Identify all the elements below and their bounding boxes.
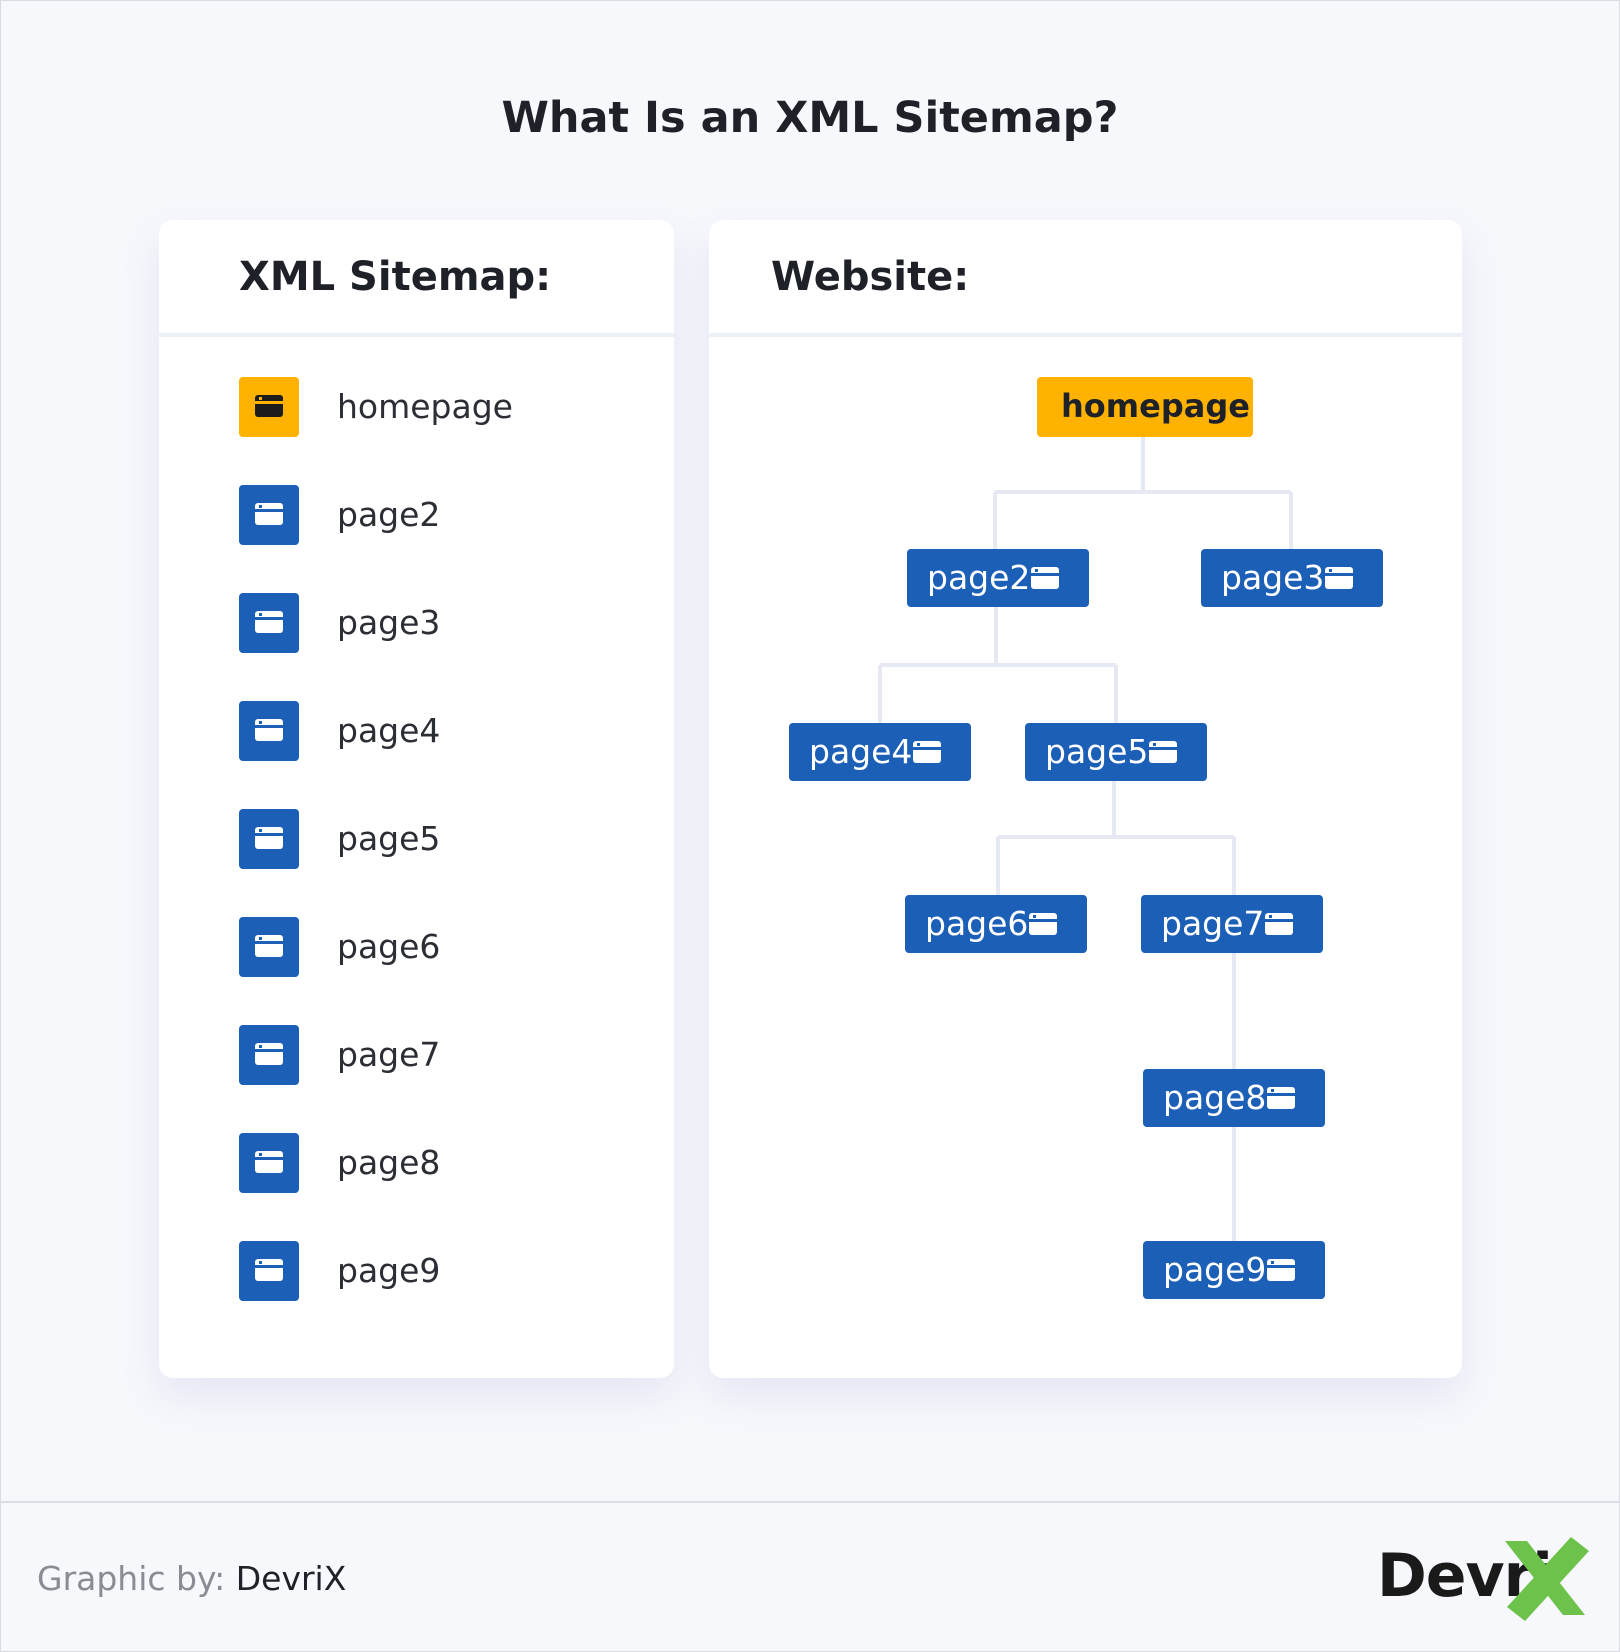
tree-node-label: page6 <box>925 904 1029 943</box>
browser-window-icon <box>1267 1087 1295 1109</box>
tree-node-label: homepage <box>1061 387 1250 425</box>
website-heading: Website: <box>771 254 970 300</box>
credit-name: DevriX <box>235 1559 347 1598</box>
sitemap-list-item-homepage: homepage <box>239 377 639 437</box>
browser-window-icon <box>1149 741 1177 763</box>
connector-homepage-children <box>993 437 1293 549</box>
tree-node-homepage: homepage <box>1037 377 1253 437</box>
tree-node-label: page3 <box>1221 558 1325 597</box>
browser-window-icon <box>239 917 299 977</box>
sitemap-list-label: page9 <box>337 1251 441 1290</box>
browser-window-icon <box>1265 913 1293 935</box>
sitemap-list-item-page2: page2 <box>239 485 639 545</box>
connector-page2-children <box>878 607 1118 723</box>
tree-node-page5: page5 <box>1025 723 1207 781</box>
tree-node-page9: page9 <box>1143 1241 1325 1299</box>
logo-x-icon <box>1505 1537 1589 1621</box>
sitemap-list-item-page7: page7 <box>239 1025 639 1085</box>
sitemap-list-label: page4 <box>337 711 441 750</box>
tree-node-page6: page6 <box>905 895 1087 953</box>
sitemap-list-label: page5 <box>337 819 441 858</box>
browser-window-icon <box>239 377 299 437</box>
browser-window-icon <box>239 593 299 653</box>
tree-connectors <box>878 437 1293 1241</box>
sitemap-list-label: homepage <box>337 387 513 426</box>
browser-window-icon <box>239 1241 299 1301</box>
tree-node-page2: page2 <box>907 549 1089 607</box>
browser-window-icon <box>239 809 299 869</box>
tree-node-page3: page3 <box>1201 549 1383 607</box>
sitemap-list-item-page8: page8 <box>239 1133 639 1193</box>
sitemap-list-item-page5: page5 <box>239 809 639 869</box>
website-card: Website: homepage page2 page3 page4 <box>709 220 1462 1378</box>
sitemap-list-label: page6 <box>337 927 441 966</box>
devrix-logo: Devri <box>1377 1533 1589 1623</box>
credit-prefix: Graphic by: <box>37 1559 226 1598</box>
tree-node-label: page2 <box>927 558 1031 597</box>
browser-window-icon <box>1031 567 1059 589</box>
sitemap-list-label: page8 <box>337 1143 441 1182</box>
sitemap-list-item-page9: page9 <box>239 1241 639 1301</box>
tree-node-page7: page7 <box>1141 895 1323 953</box>
browser-window-icon <box>239 1025 299 1085</box>
footer-divider <box>1 1501 1619 1503</box>
website-card-header: Website: <box>709 220 1462 337</box>
graphic-credit: Graphic by: DevriX <box>37 1559 346 1598</box>
tree-node-label: page7 <box>1161 904 1265 943</box>
browser-window-icon <box>239 1133 299 1193</box>
browser-window-icon <box>239 701 299 761</box>
tree-node-page4: page4 <box>789 723 971 781</box>
tree-node-label: page8 <box>1163 1078 1267 1117</box>
xml-sitemap-heading: XML Sitemap: <box>239 254 552 300</box>
sitemap-list-label: page3 <box>337 603 441 642</box>
sitemap-list-item-page3: page3 <box>239 593 639 653</box>
sitemap-list-item-page4: page4 <box>239 701 639 761</box>
tree-node-label: page4 <box>809 732 913 771</box>
tree-node-label: page5 <box>1045 732 1149 771</box>
browser-window-icon <box>1267 1259 1295 1281</box>
browser-window-icon <box>239 485 299 545</box>
xml-sitemap-card: XML Sitemap: homepage page2 page3 page4 … <box>159 220 674 1378</box>
xml-sitemap-card-header: XML Sitemap: <box>159 220 674 337</box>
sitemap-list-item-page6: page6 <box>239 917 639 977</box>
browser-window-icon <box>1325 567 1353 589</box>
tree-node-page8: page8 <box>1143 1069 1325 1127</box>
page-title: What Is an XML Sitemap? <box>501 93 1119 143</box>
browser-window-icon <box>913 741 941 763</box>
tree-node-label: page9 <box>1163 1250 1267 1289</box>
browser-window-icon <box>1029 913 1057 935</box>
sitemap-list-label: page2 <box>337 495 441 534</box>
sitemap-list-label: page7 <box>337 1035 441 1074</box>
connector-page5-children <box>996 781 1236 895</box>
